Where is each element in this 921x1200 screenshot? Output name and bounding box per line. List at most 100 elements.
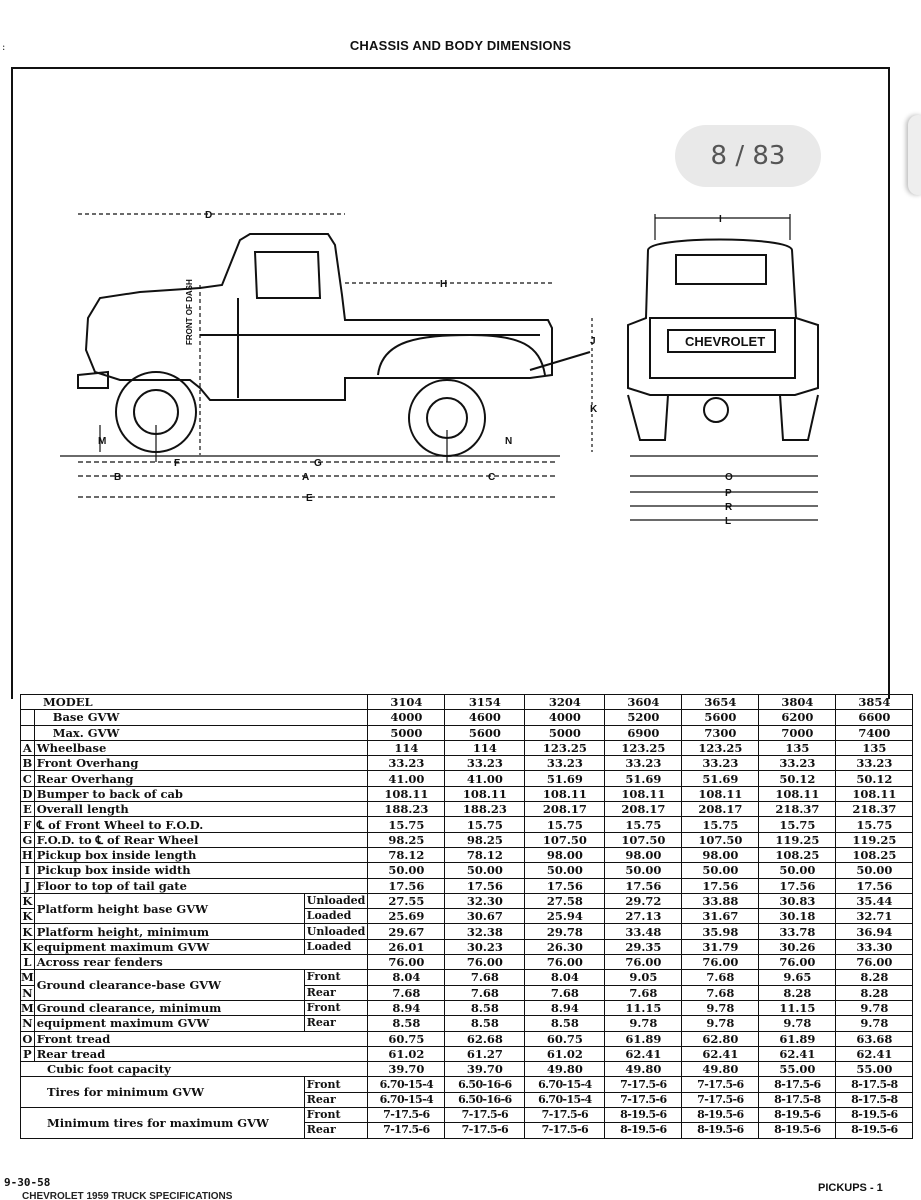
side-dimension-lines: [60, 213, 593, 498]
value-cell: 33.23: [367, 755, 446, 772]
row-label: Pickup box inside width: [33, 862, 369, 879]
value-cell: 9.78: [835, 999, 914, 1017]
value-cell: 6.50-16-6: [444, 1076, 526, 1093]
dim-label-J: J: [590, 336, 596, 347]
value-cell: 7-17.5-6: [604, 1091, 683, 1109]
value-cell: 50.00: [604, 862, 683, 879]
row-sublabel: Rear: [303, 1015, 369, 1032]
next-page-edge[interactable]: [908, 115, 921, 195]
value-cell: 119.25: [758, 831, 837, 848]
value-cell: 49.80: [524, 1061, 606, 1078]
value-cell: 5000: [524, 724, 606, 741]
row-letter: N: [20, 1015, 35, 1032]
row-sublabel: Rear: [303, 984, 369, 1001]
row-letter: H: [20, 846, 35, 864]
value-cell: 17.56: [524, 877, 606, 894]
value-cell: 61.27: [444, 1045, 526, 1063]
value-cell: 30.18: [758, 908, 837, 925]
value-cell: 61.02: [524, 1045, 606, 1063]
rear-dimension-lines: [630, 214, 818, 521]
value-cell: 9.65: [758, 969, 837, 986]
row-label: Front Overhang: [33, 755, 369, 772]
side-dimension-labels: D H J K M N F G B A C E FRONT OF DASH: [98, 210, 598, 504]
value-cell: 6600: [835, 709, 914, 726]
value-cell: 39.70: [367, 1061, 446, 1078]
row-letter: [20, 724, 35, 741]
value-cell: 114: [444, 739, 526, 757]
value-cell: 98.25: [444, 831, 526, 848]
value-cell: 49.80: [604, 1061, 683, 1078]
value-cell: 29.35: [604, 938, 683, 956]
value-cell: 8-19.5-6: [758, 1122, 837, 1139]
value-cell: 8.04: [524, 969, 606, 986]
section-label: PICKUPS - 1: [818, 1182, 883, 1194]
value-cell: 7.68: [681, 969, 760, 986]
value-cell: 135: [835, 739, 914, 757]
dim-label-G: G: [314, 458, 322, 469]
value-cell: 41.00: [444, 770, 526, 787]
value-cell: 33.30: [835, 938, 914, 956]
value-cell: 9.78: [758, 1015, 837, 1032]
value-cell: 60.75: [367, 1030, 446, 1047]
value-cell: 33.48: [604, 923, 683, 940]
dim-label-H: H: [440, 279, 447, 290]
value-cell: 15.75: [758, 816, 837, 833]
value-cell: 108.25: [835, 846, 914, 864]
dim-label-A: A: [302, 472, 309, 483]
row-letter: N: [20, 984, 35, 1001]
value-cell: 123.25: [524, 739, 606, 757]
value-cell: 7400: [835, 724, 914, 741]
value-cell: 108.11: [681, 785, 760, 803]
value-cell: 108.11: [604, 785, 683, 803]
value-cell: 5600: [681, 709, 760, 726]
row-letter: C: [20, 770, 35, 787]
dim-label-B: B: [114, 472, 121, 483]
dim-label-K: K: [590, 404, 598, 415]
value-cell: 25.69: [367, 908, 446, 925]
value-cell: 32.71: [835, 908, 914, 925]
value-cell: 50.00: [524, 862, 606, 879]
row-letter: K: [20, 938, 35, 956]
value-cell: 62.41: [681, 1045, 760, 1063]
value-cell: 32.30: [444, 892, 526, 910]
row-label: Ground clearance-base GVW: [33, 969, 305, 1001]
margin-mark: :: [2, 42, 6, 53]
value-cell: 8-17.5-8: [835, 1091, 914, 1109]
row-letter: I: [20, 862, 35, 879]
value-cell: 9.05: [604, 969, 683, 986]
model-header: MODEL: [19, 693, 369, 711]
value-cell: 15.75: [444, 816, 526, 833]
value-cell: 17.56: [835, 877, 914, 894]
row-letter: O: [20, 1030, 35, 1047]
value-cell: 51.69: [524, 770, 606, 787]
value-cell: 108.11: [758, 785, 837, 803]
dim-label-P: P: [725, 488, 732, 499]
value-cell: 5200: [604, 709, 683, 726]
value-cell: 35.44: [835, 892, 914, 910]
row-label: Floor to top of tail gate: [33, 877, 369, 894]
row-letter: K: [20, 892, 35, 910]
value-cell: 11.15: [604, 999, 683, 1017]
value-cell: 7.68: [524, 984, 606, 1001]
value-cell: 60.75: [524, 1030, 606, 1047]
value-cell: 33.78: [758, 923, 837, 940]
row-label: Ground clearance, minimum: [33, 999, 305, 1017]
value-cell: 108.25: [758, 846, 837, 864]
value-cell: 108.11: [524, 785, 606, 803]
row-letter: A: [20, 739, 35, 757]
value-cell: 33.23: [835, 755, 914, 772]
value-cell: 62.41: [835, 1045, 914, 1063]
value-cell: 62.80: [681, 1030, 760, 1047]
value-cell: 108.11: [444, 785, 526, 803]
value-cell: 8-19.5-6: [681, 1107, 760, 1124]
value-cell: 76.00: [367, 954, 446, 971]
value-cell: 35.98: [681, 923, 760, 940]
value-cell: 8-19.5-6: [681, 1122, 760, 1139]
row-label: Minimum tires for maximum GVW: [20, 1107, 305, 1139]
